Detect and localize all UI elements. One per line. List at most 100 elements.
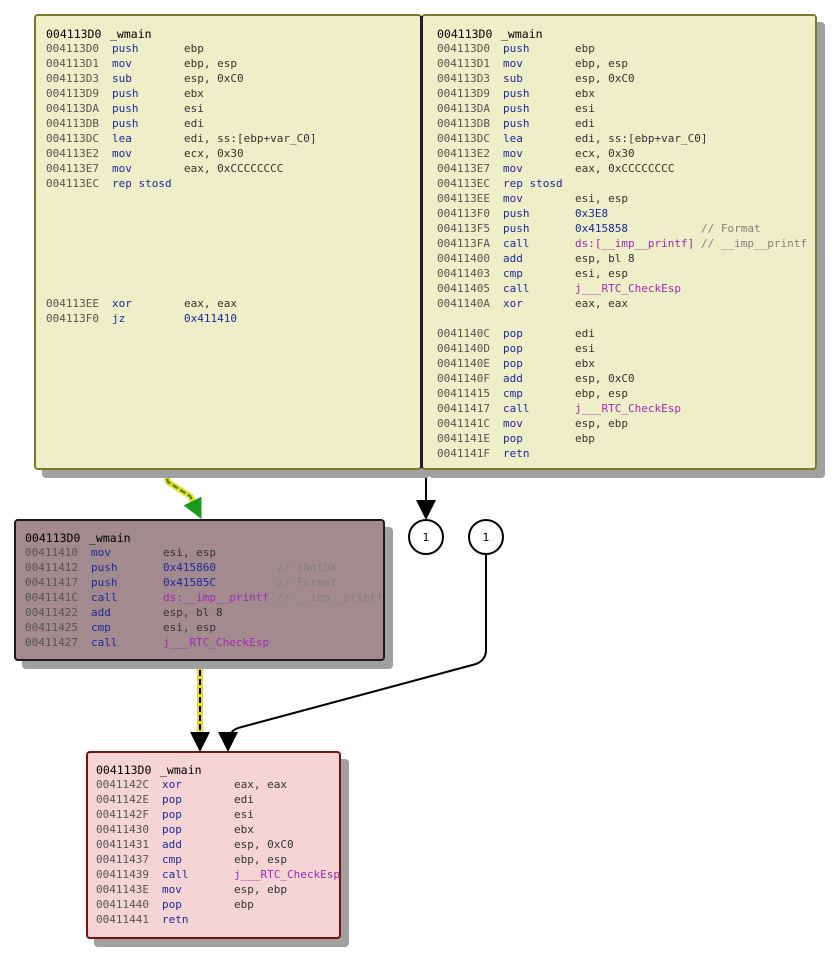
address: 004113EC (46, 177, 99, 190)
connector-in[interactable]: 1 (468, 519, 504, 555)
operand: ebx (184, 87, 204, 100)
address: 00411431 (96, 838, 149, 851)
operand: ecx, 0x30 (575, 147, 635, 160)
mnemonic: rep stosd (503, 177, 563, 190)
operand: j___RTC_CheckEsp (163, 636, 269, 649)
address: 004113DB (437, 117, 490, 130)
operand: edi, ss:[ebp+var_C0] (575, 132, 708, 145)
header-address: 004113D0 (96, 763, 152, 777)
address: 004113DB (46, 117, 99, 130)
mnemonic: push (112, 87, 139, 100)
mnemonic: sub (112, 72, 132, 85)
operand: esi (184, 102, 204, 115)
operand: eax, eax (234, 778, 287, 791)
connector-out[interactable]: 1 (408, 519, 444, 555)
address: 004113E2 (437, 147, 490, 160)
address: 0041140A (437, 297, 490, 310)
address: 004113DC (437, 132, 490, 145)
operand: ebp, esp (575, 57, 628, 70)
operand: ebp, esp (234, 853, 287, 866)
mnemonic: add (503, 252, 523, 265)
address: 0041141C (25, 591, 78, 604)
operand: ebp, esp (184, 57, 237, 70)
mnemonic: mov (112, 147, 132, 160)
mnemonic: call (503, 282, 530, 295)
operand: ebp, esp (575, 387, 628, 400)
address: 0041140C (437, 327, 490, 340)
header-function-name: _wmain (89, 531, 131, 545)
address: 00411405 (437, 282, 490, 295)
edge-connector-to-bottom[interactable] (218, 555, 487, 752)
mnemonic: cmp (162, 853, 182, 866)
address: 00411425 (25, 621, 78, 634)
address: 0041141F (437, 447, 490, 460)
operand: ds:[__imp__printf] (575, 237, 695, 250)
operand: esp, ebp (234, 883, 287, 896)
operand: 0x411410 (184, 312, 237, 325)
operand: j___RTC_CheckEsp (575, 402, 681, 415)
header-address: 004113D0 (437, 27, 493, 41)
mnemonic: lea (112, 132, 132, 145)
mnemonic: push (503, 207, 530, 220)
address: 0041141E (437, 432, 490, 445)
mnemonic: pop (503, 432, 523, 445)
address: 00411417 (25, 576, 78, 589)
operand: edi (234, 793, 254, 806)
address: 00411415 (437, 387, 490, 400)
address: 004113D3 (46, 72, 99, 85)
mnemonic: pop (162, 793, 182, 806)
operand: esi, esp (163, 546, 216, 559)
mnemonic: cmp (91, 621, 111, 634)
operand: esi, esp (575, 267, 628, 280)
header-function-name: _wmain (501, 27, 543, 41)
operand: 0x41585C (163, 576, 216, 589)
mnemonic: pop (503, 342, 523, 355)
address: 00411439 (96, 868, 149, 881)
address: 00411437 (96, 853, 149, 866)
operand: ebp (575, 432, 595, 445)
mnemonic: xor (162, 778, 182, 791)
operand: esp, 0xC0 (184, 72, 244, 85)
mnemonic: push (91, 561, 118, 574)
operand: eax, eax (184, 297, 237, 310)
mnemonic: push (112, 117, 139, 130)
mnemonic: retn (503, 447, 530, 460)
mnemonic: cmp (503, 387, 523, 400)
address: 0041140D (437, 342, 490, 355)
operand: ecx, 0x30 (184, 147, 244, 160)
mnemonic: jz (112, 312, 126, 325)
block-divider (420, 16, 423, 468)
mnemonic: pop (162, 808, 182, 821)
address: 00411403 (437, 267, 490, 280)
address: 004113D0 (437, 42, 490, 55)
operand: esp, 0xC0 (575, 72, 635, 85)
mnemonic: pop (503, 357, 523, 370)
address: 00411441 (96, 913, 149, 926)
address: 00411412 (25, 561, 78, 574)
mnemonic: xor (112, 297, 132, 310)
address: 0041140E (437, 357, 490, 370)
address: 004113E7 (46, 162, 99, 175)
address: 00411427 (25, 636, 78, 649)
operand: esp, bl 8 (163, 606, 223, 619)
operand: edi (184, 117, 204, 130)
mnemonic: rep stosd (112, 177, 172, 190)
address: 00411400 (437, 252, 490, 265)
address: 004113D9 (46, 87, 99, 100)
mnemonic: push (91, 576, 118, 589)
operand: ebx (575, 357, 595, 370)
operand: edi (575, 117, 595, 130)
address: 0041142E (96, 793, 149, 806)
comment: // aNotOk (277, 561, 337, 574)
mnemonic: call (503, 237, 530, 250)
address: 0041142F (96, 808, 149, 821)
address: 004113EC (437, 177, 490, 190)
operand: ebx (234, 823, 254, 836)
address: 004113D1 (46, 57, 99, 70)
comment: // Format (701, 222, 761, 235)
address: 004113DA (437, 102, 490, 115)
